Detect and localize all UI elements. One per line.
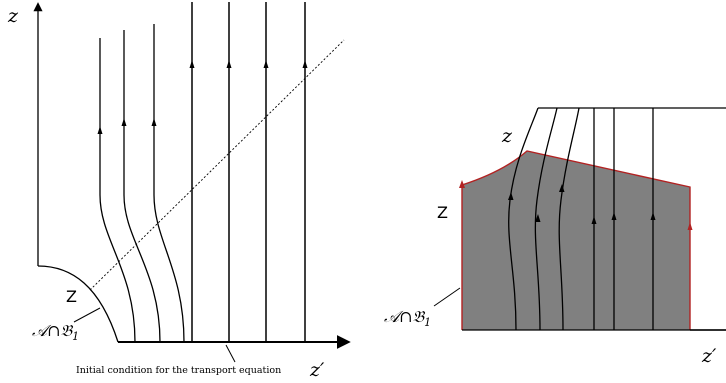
left-boundary-curve — [37, 265, 119, 343]
left-streamline-arrow — [97, 126, 103, 134]
left-streamline — [99, 38, 136, 343]
left-curve-label: Z — [66, 287, 77, 306]
shaded-region — [462, 151, 690, 330]
right-streamline — [534, 107, 558, 331]
left-axis-zprime-label: z′ — [309, 359, 325, 381]
right-top-z-label: z — [501, 125, 513, 147]
left-set-pointer — [73, 307, 101, 323]
left-streamline — [123, 30, 161, 343]
left-dotted-diagonal — [89, 39, 345, 291]
right-streamline — [508, 107, 539, 331]
right-vertical-arrow — [650, 212, 656, 220]
left-streamline-arrow — [121, 118, 127, 126]
region-boundary — [461, 150, 691, 330]
left-streamline — [153, 24, 185, 343]
right-vertical-arrow — [611, 212, 617, 220]
left-caption: Initial condition for the transport equa… — [76, 365, 281, 376]
left-caption-pointer — [225, 344, 236, 363]
right-side-label: Z — [437, 203, 448, 222]
right-vertical-arrow — [591, 216, 597, 224]
right-streamline-arrow — [508, 192, 514, 200]
right-axis-zprime-label: z′ — [701, 345, 717, 367]
left-vertical-arrow — [263, 60, 269, 68]
left-vertical-arrow — [302, 60, 308, 68]
left-panel: z z′ Z 𝒜∩𝔅1 Initial condition for the tr… — [7, 2, 351, 381]
left-vertical-arrow — [226, 60, 232, 68]
right-panel: z Z 𝒜∩𝔅1 z′ — [384, 107, 726, 367]
region-boundary-arrow — [459, 180, 465, 188]
right-set-pointer — [433, 287, 461, 307]
right-set-label: 𝒜∩𝔅1 — [384, 307, 431, 329]
left-set-label: 𝒜∩𝔅1 — [32, 321, 79, 343]
left-streamline-arrow — [151, 118, 157, 126]
right-streamline-arrow — [535, 214, 541, 222]
left-axis-z-label: z — [7, 5, 19, 27]
right-streamline — [558, 107, 580, 331]
region-boundary-arrow — [687, 222, 693, 230]
right-streamline-arrow — [559, 184, 565, 192]
left-vertical-arrow — [189, 60, 195, 68]
